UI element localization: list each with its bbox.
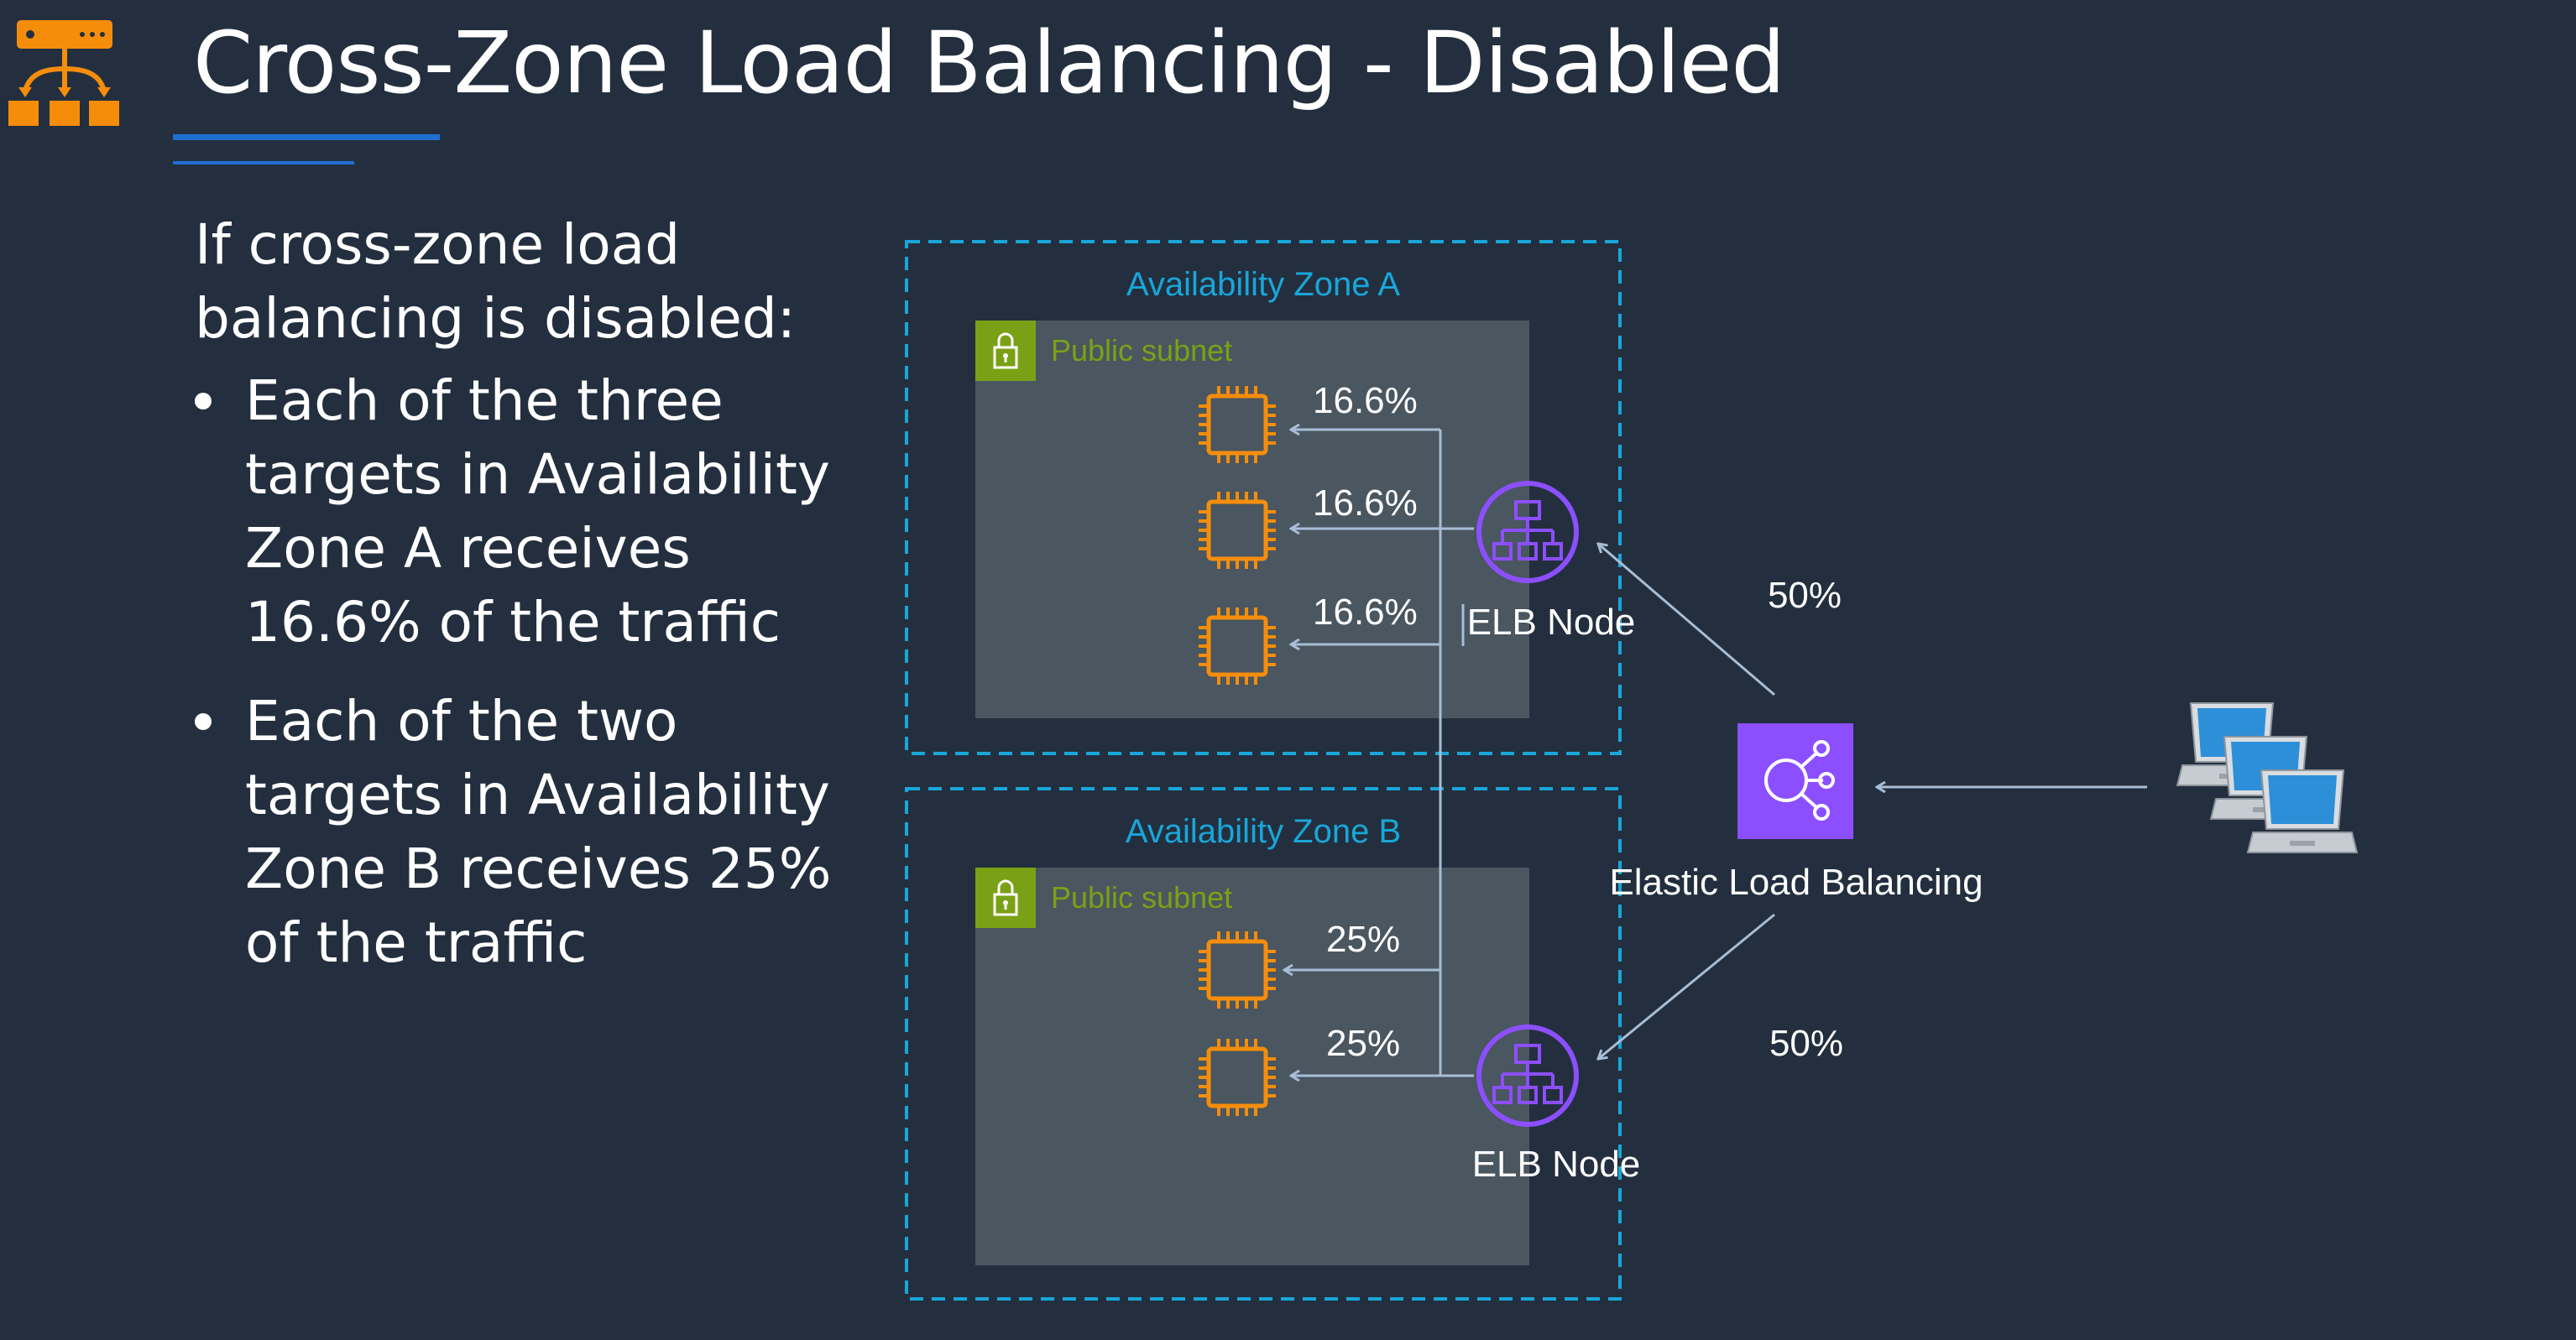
bullet-item: Each of the two targets in Availability … [195, 685, 866, 980]
zone-a-label: Availability Zone A [1126, 266, 1400, 303]
title-underline [173, 134, 440, 140]
availability-zone-a [905, 240, 1622, 755]
availability-zone-b [905, 787, 1622, 1301]
bullet-dot [195, 393, 212, 409]
bullet-dot [195, 713, 212, 730]
target-a3-percent: 16.6% [1313, 592, 1418, 633]
elb-label: Elastic Load Balancing [1609, 862, 1983, 903]
target-a1-percent: 16.6% [1313, 380, 1418, 421]
split-bottom-percent: 50% [1769, 1023, 1843, 1064]
bullet-list: Each of the three targets in Availabilit… [195, 364, 866, 980]
elb-node-b-label: ELB Node [1472, 1144, 1641, 1185]
zone-b-label: Availability Zone B [1126, 813, 1401, 850]
target-b2-percent: 25% [1326, 1023, 1400, 1064]
bullet-text: Each of the three targets in Availabilit… [245, 368, 830, 654]
bullet-text: Each of the two targets in Availability … [245, 689, 832, 975]
elastic-load-balancing-icon [1737, 723, 1853, 839]
target-b1-percent: 25% [1326, 919, 1400, 960]
split-top-percent: 50% [1768, 575, 1842, 616]
laptop-clients-icon [2176, 702, 2358, 853]
traffic-lines [1284, 430, 2147, 1076]
page-title: Cross-Zone Load Balancing - Disabled [193, 13, 1785, 113]
lock-icon [974, 866, 1037, 930]
bullet-item: Each of the three targets in Availabilit… [195, 364, 866, 660]
intro-text: If cross-zone load balancing is disabled… [195, 212, 797, 351]
subnet-b-label: Public subnet [1051, 880, 1232, 915]
target-a2-percent: 16.6% [1313, 482, 1418, 524]
lock-icon [974, 319, 1037, 383]
explanation-text: If cross-zone load balancing is disabled… [195, 208, 866, 1005]
load-balancer-icon [8, 20, 119, 126]
public-subnet-b [975, 868, 1529, 1265]
subnet-a-label: Public subnet [1051, 333, 1232, 368]
elb-node-a-label: ELB Node [1467, 602, 1636, 643]
title-underline-secondary [173, 161, 354, 164]
public-subnet-a [975, 321, 1529, 718]
